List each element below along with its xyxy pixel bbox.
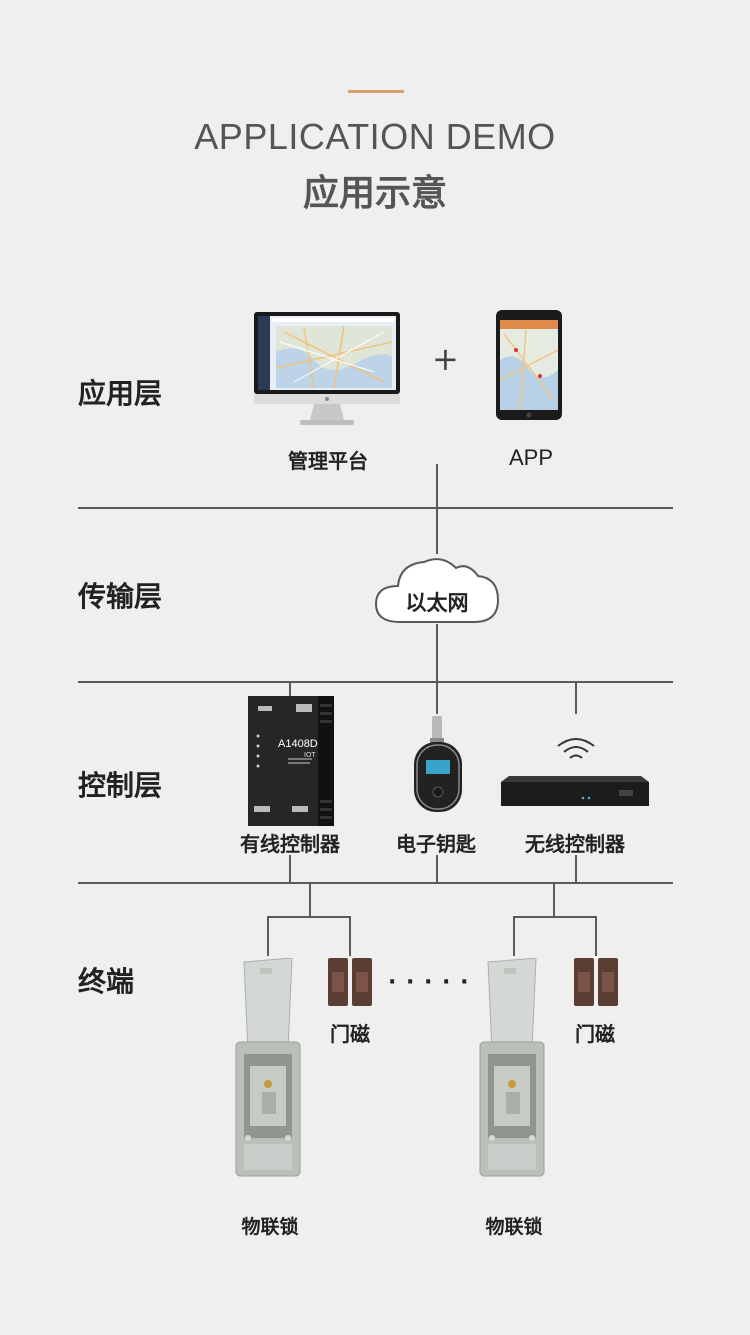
layer-label-transport: 传输层 bbox=[78, 580, 163, 613]
connector-wired-down bbox=[289, 855, 291, 883]
management-platform-label: 管理平台 bbox=[288, 449, 368, 473]
tree-left-stem bbox=[309, 884, 311, 916]
connector-wireless-down bbox=[575, 855, 577, 883]
connector-key-down bbox=[436, 855, 438, 883]
connector-app-to-cloud bbox=[436, 464, 438, 554]
tree-right-branch-lock bbox=[513, 916, 515, 956]
layer-label-terminal: 终端 bbox=[78, 965, 135, 998]
ethernet-label: 以太网 bbox=[405, 591, 469, 615]
layer-label-control: 控制层 bbox=[78, 769, 163, 802]
tree-left-bar bbox=[267, 916, 351, 918]
separator-2 bbox=[78, 681, 673, 683]
tree-right-stem bbox=[553, 884, 555, 916]
plus-sign: + bbox=[432, 340, 459, 378]
title-accent-bar bbox=[348, 90, 404, 93]
wired-controller-sub: IOT bbox=[304, 752, 316, 759]
layer-label-application: 应用层 bbox=[78, 377, 163, 410]
iot-lock-right-icon bbox=[478, 958, 550, 1178]
wired-controller-model: A1408D bbox=[278, 738, 318, 750]
mobile-app-phone bbox=[496, 310, 562, 420]
tree-left-branch-lock bbox=[267, 916, 269, 956]
wireless-controller-device bbox=[501, 776, 649, 808]
door-sensor-left-icon bbox=[328, 958, 372, 1006]
electronic-key-label: 电子钥匙 bbox=[396, 832, 476, 856]
management-platform-monitor bbox=[254, 312, 400, 427]
door-sensor-right-icon bbox=[574, 958, 618, 1006]
ethernet-cloud-icon bbox=[372, 552, 502, 626]
iot-lock-right-label: 物联锁 bbox=[485, 1216, 543, 1238]
title-chinese: 应用示意 bbox=[302, 173, 447, 214]
iot-lock-left-icon bbox=[234, 958, 306, 1178]
app-label: APP bbox=[508, 445, 554, 470]
tree-left-branch-sensor bbox=[349, 916, 351, 956]
separator-1 bbox=[78, 507, 673, 509]
tree-right-bar bbox=[513, 916, 597, 918]
tree-right-branch-sensor bbox=[595, 916, 597, 956]
wired-controller-device bbox=[248, 696, 334, 826]
iot-lock-left-label: 物联锁 bbox=[241, 1216, 299, 1238]
wireless-controller-label: 无线控制器 bbox=[525, 832, 625, 856]
door-sensor-left-label: 门磁 bbox=[330, 1022, 370, 1046]
connector-cloud-to-control bbox=[436, 624, 438, 714]
ellipsis-more-terminals: · · · · · bbox=[388, 970, 470, 995]
wired-controller-label: 有线控制器 bbox=[240, 832, 340, 856]
electronic-key-device bbox=[412, 716, 464, 812]
door-sensor-right-label: 门磁 bbox=[575, 1022, 615, 1046]
connector-wireless-up bbox=[575, 682, 577, 714]
connector-wired-up bbox=[289, 682, 291, 700]
separator-3 bbox=[78, 882, 673, 884]
wifi-signal-icon bbox=[555, 736, 597, 762]
title-english: APPLICATION DEMO bbox=[194, 116, 556, 157]
